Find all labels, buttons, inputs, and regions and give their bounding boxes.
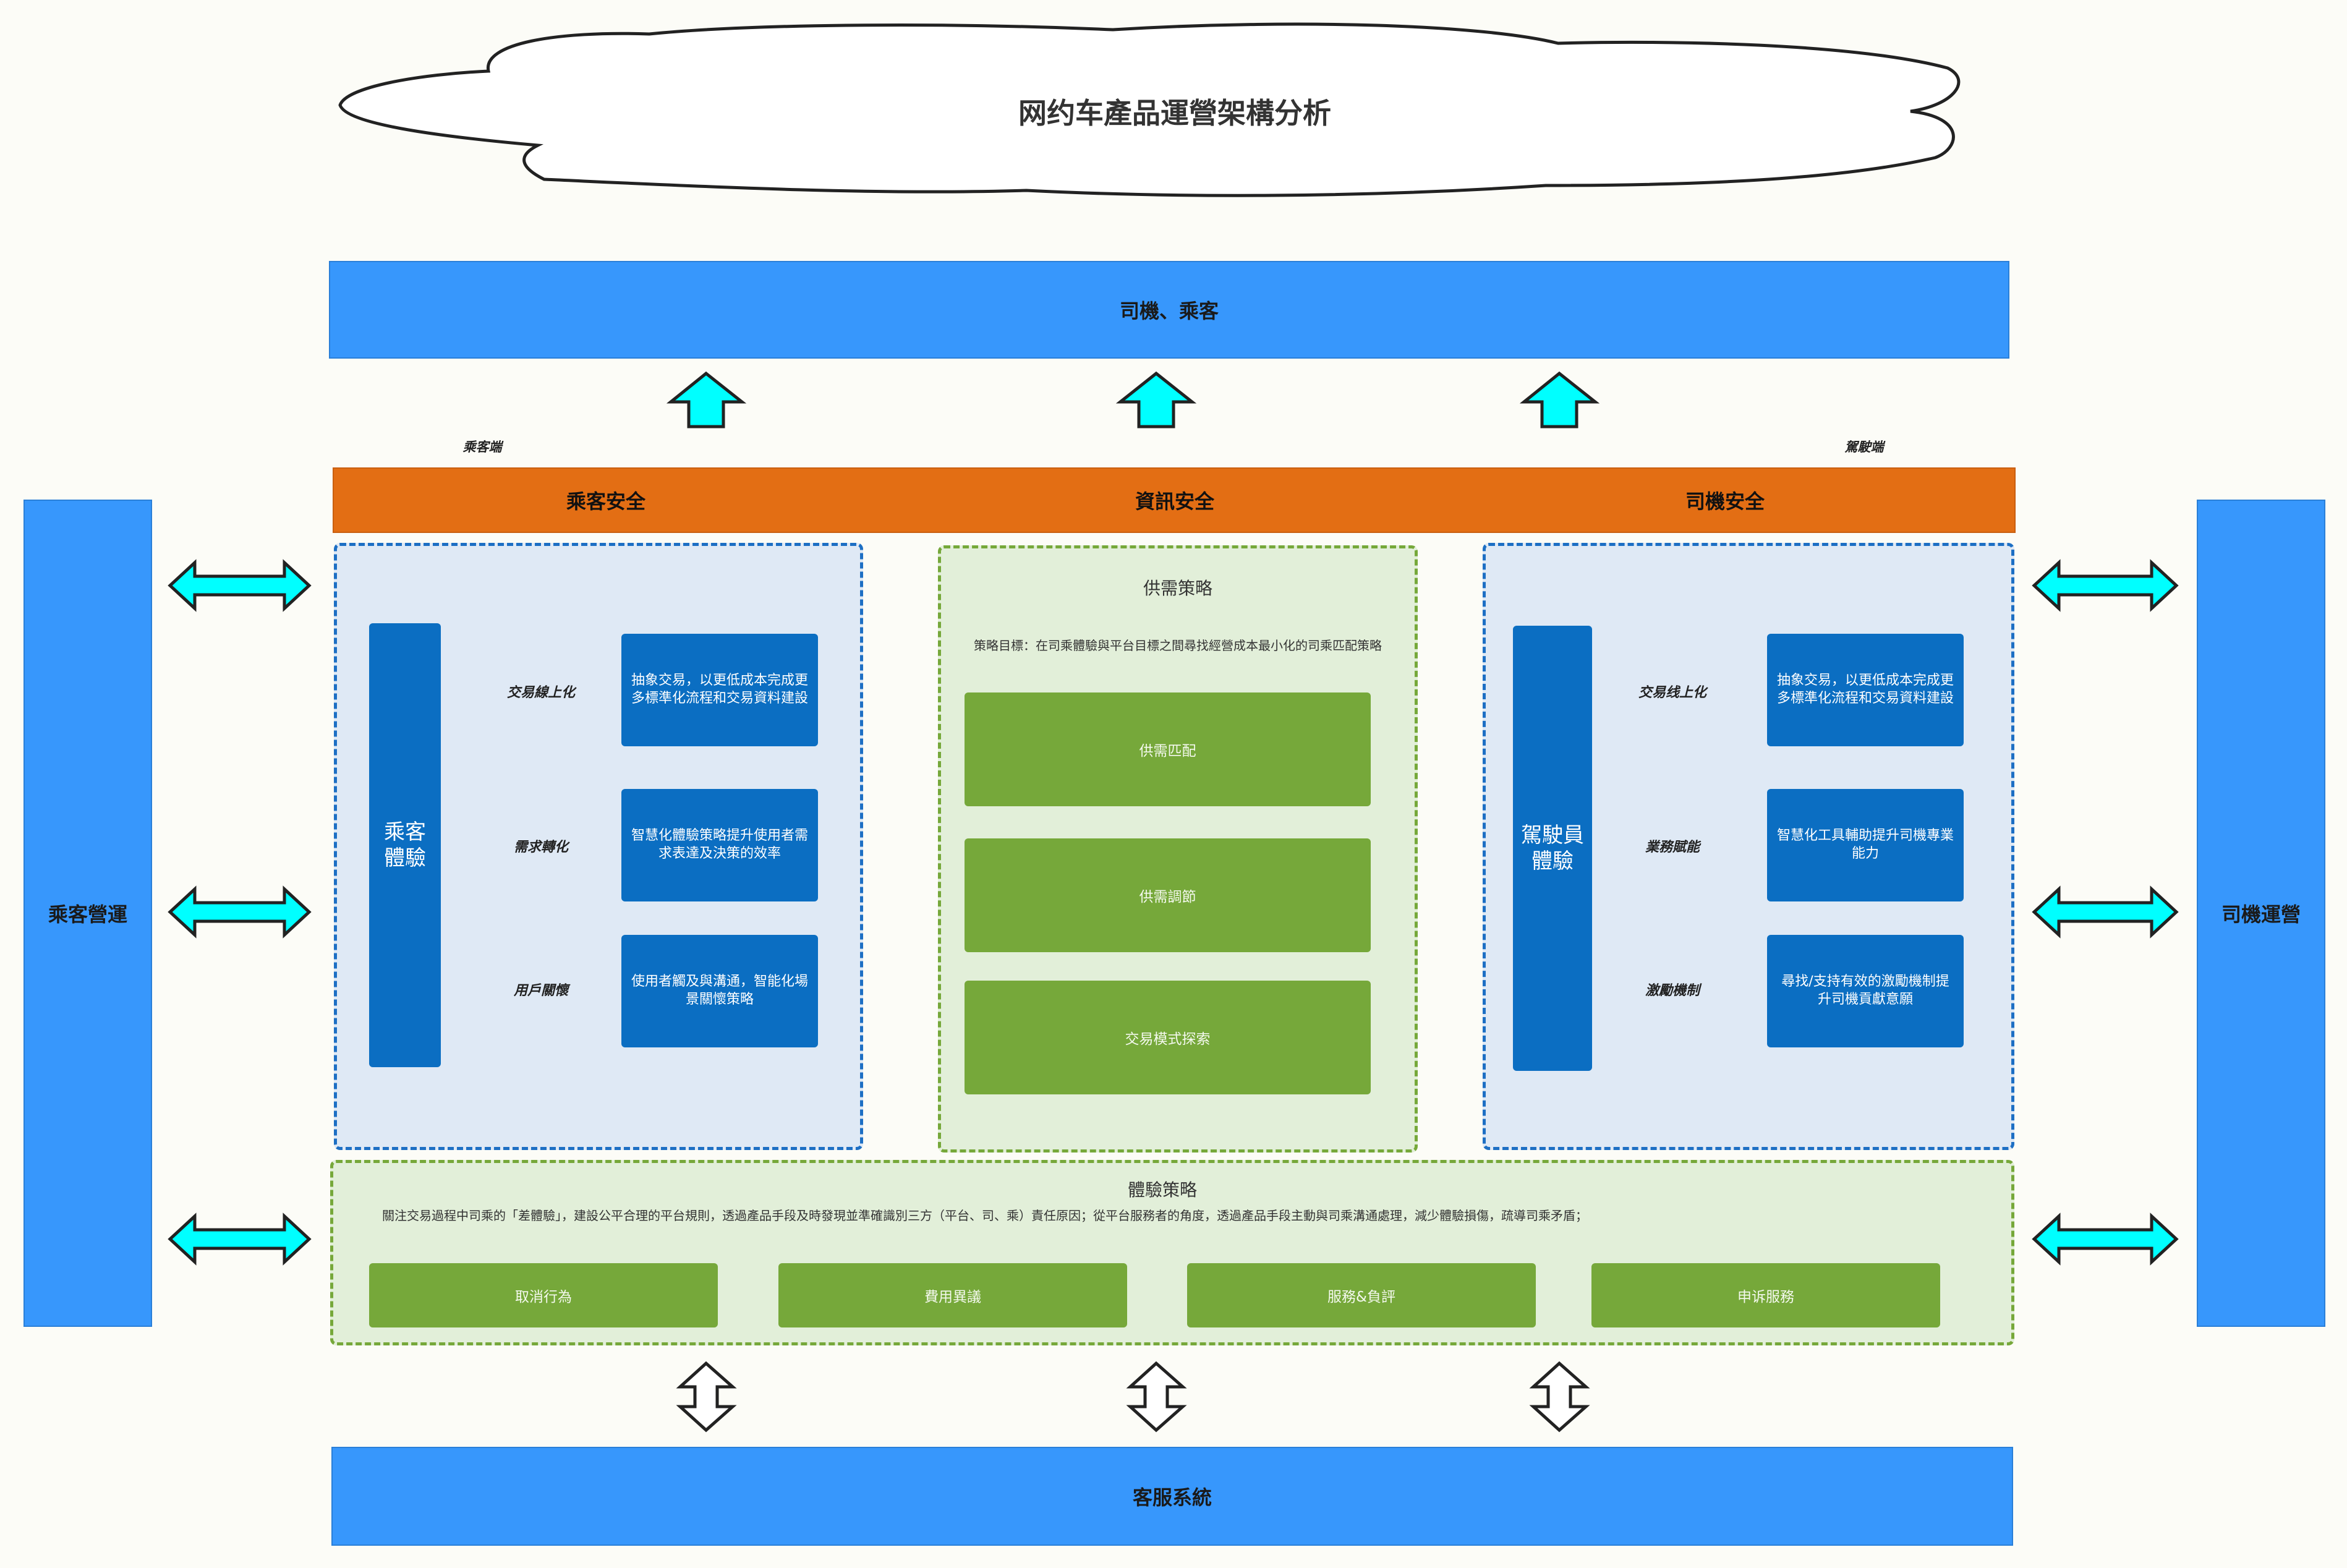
- double-arrow-icon: [168, 885, 312, 939]
- passenger-experience-title: 乘客體驗: [369, 623, 441, 1067]
- experience-strategy-description: 關注交易過程中司乘的「差體驗」，建設公平合理的平台規則，透過產品手段及時發現並準…: [382, 1208, 1588, 1223]
- driver-row-label: 業務賦能: [1645, 840, 1700, 855]
- supply-item: 供需匹配: [965, 692, 1371, 806]
- passenger-row-label: 交易線上化: [506, 685, 575, 701]
- passenger-row-label: 用戶關懷: [513, 983, 568, 999]
- passenger-security-label: 乘客安全: [566, 490, 645, 513]
- driver-row-box: 抽象交易，以更低成本完成更多標準化流程和交易資料建設: [1767, 634, 1964, 746]
- double-arrow-icon: [2032, 1212, 2179, 1266]
- top-bar: 司機、乘客: [329, 261, 2009, 359]
- driver-row-box: 尋找/支持有效的激勵機制提升司機貢獻意願: [1767, 935, 1964, 1047]
- passenger-operations-column: 乘客營運: [23, 500, 152, 1327]
- passenger-row-box: 使用者觸及與溝通，智能化場景關懷策略: [621, 935, 818, 1047]
- passenger-row-box: 抽象交易，以更低成本完成更多標準化流程和交易資料建設: [621, 634, 818, 746]
- vertical-double-arrow-icon: [1126, 1361, 1187, 1433]
- double-arrow-icon: [2032, 559, 2179, 612]
- double-arrow-icon: [2032, 885, 2179, 939]
- title-cloud: [338, 22, 1961, 197]
- driver-side-label: 駕駛端: [1844, 440, 1884, 454]
- driver-row-label: 激勵機制: [1645, 983, 1700, 999]
- vertical-double-arrow-icon: [676, 1361, 737, 1433]
- driver-row-label: 交易线上化: [1638, 685, 1706, 701]
- passenger-row-box: 智慧化體驗策略提升使用者需求表達及決策的效率: [621, 789, 818, 901]
- driver-security-label: 司機安全: [1685, 490, 1765, 513]
- double-arrow-icon: [168, 1212, 312, 1266]
- experience-item: 費用異議: [778, 1263, 1127, 1327]
- up-arrow-icon: [1115, 371, 1197, 428]
- supply-strategy-title: 供需策略: [1143, 578, 1212, 599]
- supply-item: 供需調節: [965, 838, 1371, 952]
- vertical-double-arrow-icon: [1529, 1361, 1590, 1433]
- experience-item: 取消行為: [369, 1263, 718, 1327]
- passenger-row-label: 需求轉化: [513, 840, 568, 855]
- bottom-bar: 客服系統: [331, 1447, 2013, 1546]
- security-bar: 乘客安全 資訊安全 司機安全: [333, 467, 2016, 533]
- driver-operations-column: 司機運營: [2197, 500, 2325, 1327]
- double-arrow-icon: [168, 559, 312, 612]
- experience-strategy-title: 體驗策略: [1127, 1180, 1197, 1200]
- experience-item: 申诉服務: [1591, 1263, 1940, 1327]
- passenger-side-label: 乘客端: [462, 440, 502, 454]
- driver-experience-title: 駕駛員體驗: [1513, 626, 1592, 1071]
- experience-item: 服務&負評: [1187, 1263, 1536, 1327]
- up-arrow-icon: [1519, 371, 1600, 428]
- info-security-label: 資訊安全: [1135, 490, 1214, 513]
- up-arrow-icon: [666, 371, 747, 428]
- driver-row-box: 智慧化工具輔助提升司機專業能力: [1767, 789, 1964, 901]
- supply-strategy-subtitle: 策略目標：在司乘體驗與平台目標之間尋找經營成本最小化的司乘匹配策略: [974, 637, 1382, 653]
- supply-item: 交易模式探索: [965, 981, 1371, 1094]
- page-title: 网约车產品運營架構分析: [1018, 96, 1331, 130]
